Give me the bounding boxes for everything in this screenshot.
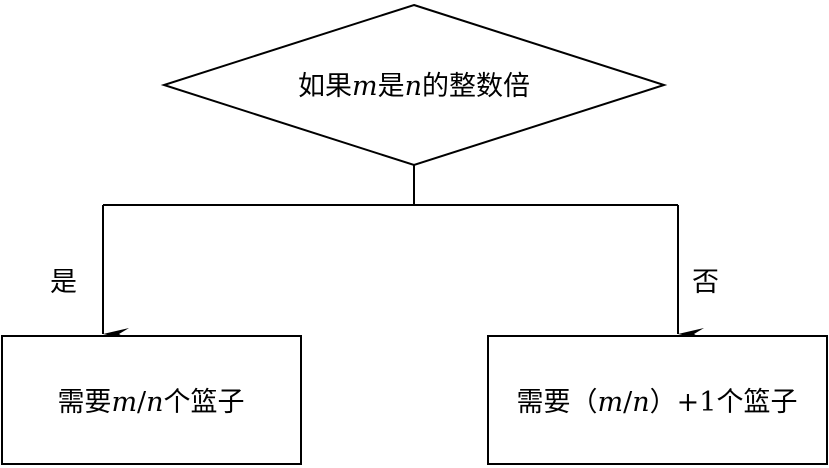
yes-result-label: 需要m/n个篮子 — [57, 387, 244, 418]
yes-result-slash: / — [137, 387, 147, 418]
yes-result-prefix: 需要 — [57, 387, 111, 418]
no-result-slash: / — [623, 387, 633, 418]
no-result-box — [487, 335, 828, 465]
no-result-n: n — [632, 387, 649, 418]
yes-result-n: n — [146, 387, 163, 418]
no-result-plus-one: +1 — [677, 387, 717, 418]
no-label: 否 — [692, 267, 719, 298]
no-result-label: 需要（m/n）+1个篮子 — [517, 387, 798, 418]
decision-prefix: 如果 — [298, 71, 352, 102]
decision-suffix: 的整数倍 — [422, 71, 530, 102]
no-result-open-paren: （ — [571, 387, 598, 418]
yes-result-suffix: 个篮子 — [164, 387, 245, 418]
decision-label: 如果m是n的整数倍 — [298, 71, 530, 102]
decision-middle: 是 — [378, 71, 405, 102]
decision-var-n: n — [405, 71, 422, 102]
yes-label: 是 — [50, 267, 77, 298]
no-result-suffix: 个篮子 — [716, 387, 797, 418]
yes-result-box — [1, 335, 302, 465]
no-result-m: m — [598, 387, 624, 418]
no-result-close-paren: ） — [650, 387, 677, 418]
no-result-prefix: 需要 — [517, 387, 571, 418]
decision-var-m: m — [352, 71, 378, 102]
yes-result-m: m — [111, 387, 137, 418]
